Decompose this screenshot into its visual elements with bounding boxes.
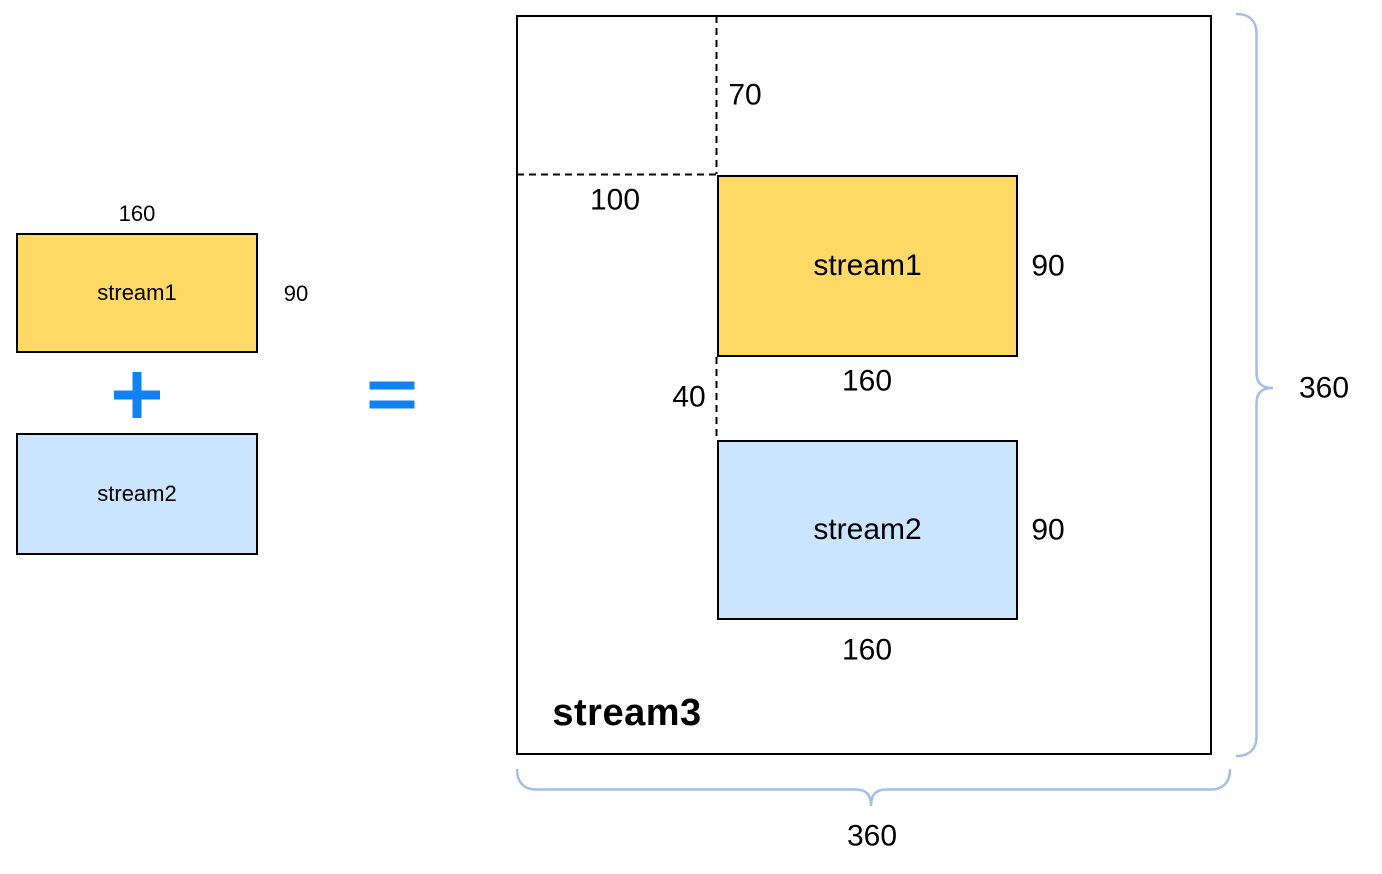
result-stream1-label: stream1	[813, 249, 922, 282]
left-stream2-rect: stream2	[16, 433, 258, 555]
plus-icon	[114, 372, 160, 418]
result-stream2-label: stream2	[813, 513, 922, 546]
result-stream2-width-label: 160	[841, 633, 893, 667]
equals-icon-bar	[369, 381, 415, 390]
left-stream1-height-label: 90	[283, 280, 309, 306]
total-height-label: 360	[1298, 371, 1350, 405]
left-offset-label: 100	[589, 183, 641, 217]
left-stream1-label: stream1	[97, 280, 177, 305]
left-stream1-rect: stream1	[16, 233, 258, 353]
left-stream2-label: stream2	[97, 481, 177, 506]
equals-icon-bar	[369, 400, 415, 409]
height-brace	[1235, 12, 1274, 758]
equals-icon	[369, 381, 415, 409]
result-stream1-rect: stream1	[717, 175, 1018, 357]
result-stream2-height-label: 90	[1031, 513, 1065, 547]
width-brace	[515, 768, 1232, 807]
result-stream2-rect: stream2	[717, 440, 1018, 620]
top-offset-label: 70	[728, 78, 762, 112]
plus-icon-bar	[132, 372, 142, 418]
stream3-container-rect	[516, 15, 1212, 755]
result-stream1-width-label: 160	[841, 364, 893, 398]
result-stream1-height-label: 90	[1031, 249, 1065, 283]
left-stream1-width-label: 160	[118, 200, 156, 226]
stream3-title: stream3	[552, 692, 702, 735]
total-width-label: 360	[846, 819, 898, 853]
gap-label: 40	[672, 380, 706, 414]
